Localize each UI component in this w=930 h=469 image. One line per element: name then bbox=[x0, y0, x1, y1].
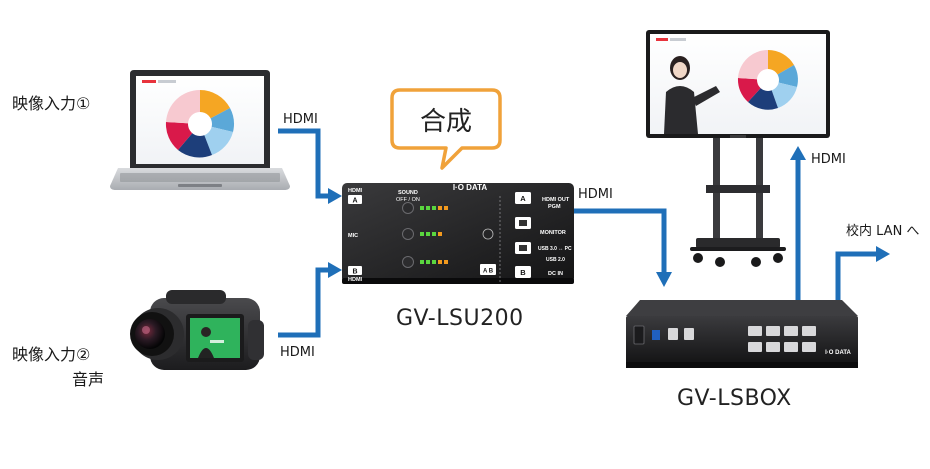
lsbox-front bbox=[626, 316, 858, 366]
lsu200-knob-row-1 bbox=[402, 202, 448, 214]
lsu200-btn-ab: A B bbox=[483, 269, 494, 275]
hdmi-label-lsbox: HDMI bbox=[578, 187, 613, 202]
arrowhead-lan bbox=[876, 246, 890, 262]
arrowhead-display bbox=[790, 146, 806, 160]
hdmi-label-display: HDMI bbox=[811, 152, 846, 167]
display-stand-illustration bbox=[646, 30, 830, 267]
arrow-lsbox-to-lan bbox=[835, 251, 876, 306]
lsbox-button-grid bbox=[748, 326, 816, 352]
lsu200-label-dcin: DC IN bbox=[548, 271, 563, 277]
bubble-label: 合成 bbox=[420, 107, 473, 137]
input1-label: 映像入力① bbox=[12, 94, 91, 113]
display-screen-chart bbox=[737, 49, 798, 110]
lsu200-knob-row-3 bbox=[402, 256, 448, 268]
lsu200-label-mic: MIC bbox=[348, 233, 358, 239]
gv-lsu200-device: HDMI A B HDMI MIC I·O DATA SOUND OFF / O… bbox=[342, 183, 574, 284]
lsu200-port-a bbox=[348, 195, 362, 204]
arrow-camera-to-lsu200 bbox=[278, 267, 328, 338]
gv-lsbox-device: I·O DATA bbox=[626, 300, 858, 368]
input2-audio-label: 音声 bbox=[72, 370, 105, 389]
lsu200-btn-b: B bbox=[520, 268, 526, 277]
laptop-illustration bbox=[110, 70, 290, 190]
lsu200-label-offon: OFF / ON bbox=[396, 197, 420, 203]
arrow-laptop-to-lsu200 bbox=[278, 128, 328, 199]
hdmi-label-laptop: HDMI bbox=[283, 112, 318, 127]
camera-illustration bbox=[130, 290, 264, 370]
lsu200-port-a-letter: A bbox=[352, 198, 357, 205]
lsu200-label-hdmi-b: HDMI bbox=[348, 277, 363, 283]
lsu200-port-b bbox=[348, 266, 362, 275]
lsu200-label-hdmi-out: HDMI OUT bbox=[542, 197, 570, 203]
lsbox-model-label: GV-LSBOX bbox=[677, 386, 792, 411]
lan-label: 校内 LAN へ bbox=[846, 224, 920, 239]
camera-lens bbox=[135, 319, 165, 349]
lsu200-label-pgm: PGM bbox=[548, 204, 561, 210]
arrow-lsu200-to-lsbox bbox=[572, 208, 667, 272]
laptop-screen-chart bbox=[165, 89, 234, 158]
lsbox-brand: I·O DATA bbox=[825, 350, 851, 356]
connection-arrows bbox=[278, 128, 890, 338]
lsu200-btn-a: A bbox=[520, 194, 526, 203]
lsu200-label-sound: SOUND bbox=[398, 190, 418, 196]
lsu200-model-label: GV-LSU200 bbox=[396, 306, 524, 331]
bubble-shape bbox=[390, 88, 502, 170]
presenter-figure bbox=[664, 56, 720, 134]
stand-base bbox=[696, 238, 780, 248]
arrowhead-lsu200-a bbox=[328, 188, 342, 204]
lsu200-port-b-letter: B bbox=[352, 269, 357, 276]
lsu200-knob-row-2 bbox=[402, 228, 442, 240]
lsu200-label-usb-pc: USB 3.0 ↔ PC bbox=[538, 246, 572, 252]
arrowhead-lsu200-b bbox=[328, 262, 342, 278]
hdmi-label-camera: HDMI bbox=[280, 345, 315, 360]
lsbox-top bbox=[626, 300, 858, 316]
lsu200-label-monitor: MONITOR bbox=[540, 230, 566, 236]
input2-label: 映像入力② bbox=[12, 345, 91, 364]
lsu200-label-hdmi-a: HDMI bbox=[348, 188, 363, 194]
synthesis-bubble bbox=[390, 88, 502, 170]
lsu200-brand: I·O DATA bbox=[453, 183, 488, 192]
stand-shelf bbox=[706, 185, 770, 193]
arrowhead-lsbox bbox=[656, 272, 672, 287]
lsu200-label-usb20: USB 2.0 bbox=[546, 257, 565, 263]
lsu200-body bbox=[342, 183, 574, 283]
